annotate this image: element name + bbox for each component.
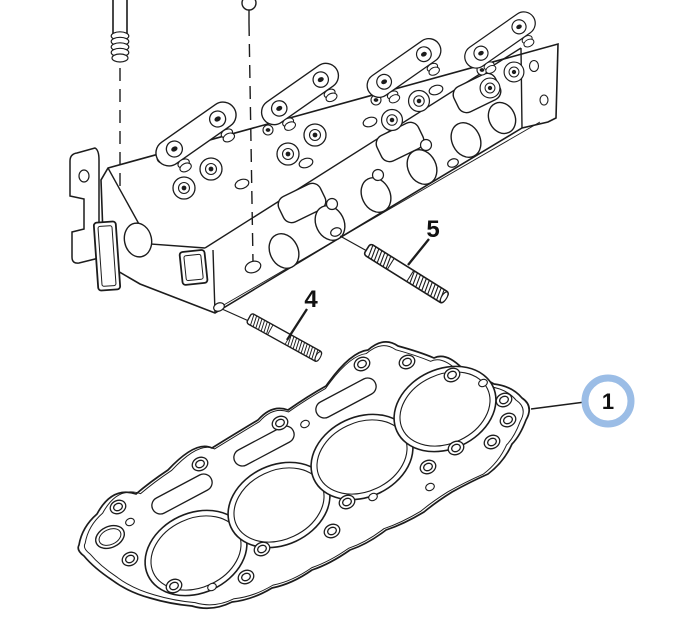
stud-tip-circle: [241, 0, 257, 11]
stud-hole: [244, 260, 262, 274]
callout-5-leader: [407, 238, 430, 266]
installed-stud-drawing: [110, 0, 130, 63]
bracket-hole: [78, 169, 90, 183]
callout-label-5: 5: [426, 216, 439, 243]
right-face-holes: [528, 59, 549, 106]
gasket-end-oval-hole: [94, 524, 126, 550]
head-deck-edge-line: [221, 121, 541, 307]
stud-5-drawing: [339, 235, 451, 305]
left-face-bore-hole: [123, 222, 153, 258]
bracket-flange: [69, 147, 100, 264]
front-face-small-holes: [213, 138, 459, 312]
top-face-oil-holes: [234, 84, 444, 190]
cylinder-head-drawing: [69, 5, 559, 314]
stud-5-leader-thin: [339, 235, 368, 252]
callout-label-1[interactable]: 1: [602, 389, 614, 414]
callout-1-badge[interactable]: 1: [581, 374, 635, 428]
stud-4-drawing: [221, 308, 324, 364]
callout-4-leader: [286, 308, 308, 341]
coolant-slots: [151, 377, 377, 515]
assembly-centerline-right: [241, 0, 262, 274]
gasket-bolt-holes: [109, 354, 517, 594]
callout-label-4: 4: [304, 286, 318, 313]
cylinder-bore-openings: [144, 365, 497, 597]
stud-4-leader-thin: [221, 308, 252, 323]
head-gasket-drawing: [77, 340, 531, 610]
head-face-edges: [107, 47, 523, 314]
callout-1-leader: [530, 401, 586, 410]
front-face-tab: [178, 249, 209, 286]
gasket-small-holes: [125, 378, 488, 592]
callout-1-ring[interactable]: [581, 374, 635, 428]
left-face-tab: [92, 220, 122, 292]
